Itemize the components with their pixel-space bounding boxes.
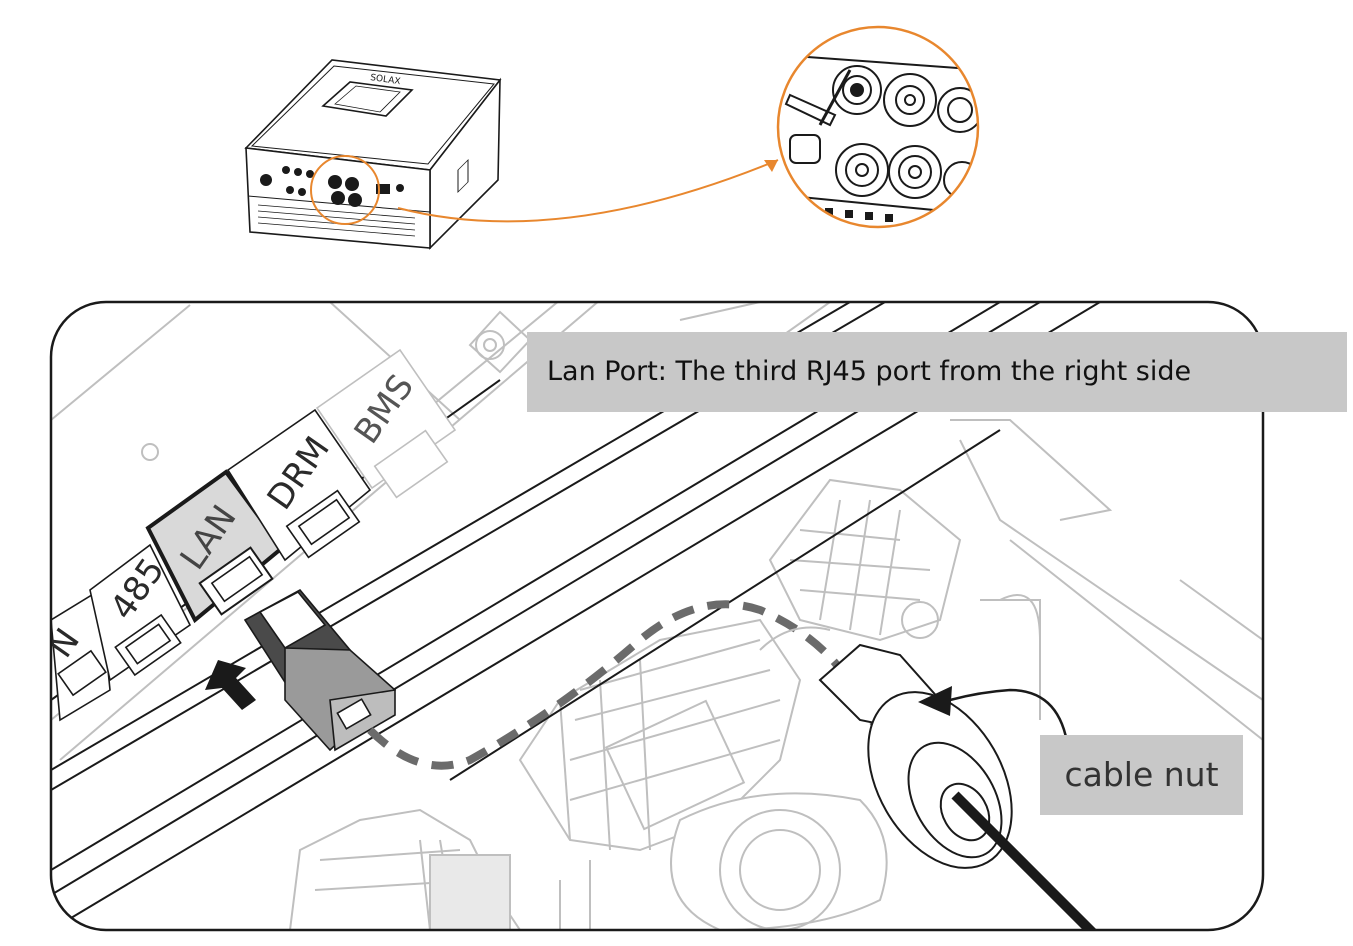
zoom-arrow: [397, 159, 779, 223]
network-cable: [951, 791, 1099, 930]
detail-panel-border: [49, 300, 1265, 932]
zoom-detail: [776, 25, 980, 229]
zoom-source-circle: [310, 155, 380, 225]
cable-nut-label: cable nut: [1040, 735, 1243, 815]
port-485: [89, 543, 192, 682]
port-row: [51, 348, 457, 722]
cable-nut-pointer: [949, 688, 1070, 749]
inverter-logo: SOLAX: [370, 73, 401, 87]
background-structure: [51, 302, 1263, 930]
port-partial: [51, 588, 111, 722]
rj45-plug: [243, 588, 397, 752]
lan-port-note: Lan Port: The third RJ45 port from the r…: [527, 332, 1347, 412]
inverter-connectors: [260, 166, 404, 207]
port-bms: [315, 348, 457, 499]
port-drm: [226, 408, 372, 562]
cable-nut-pointer-head: [918, 686, 952, 716]
cable-nut-assembly: [759, 626, 1013, 869]
zoom-circle-outline: [776, 25, 980, 229]
inverter-overview: SOLAX: [244, 59, 502, 250]
zoom-arrow-head: [764, 160, 778, 172]
insert-arrow: [205, 660, 256, 710]
